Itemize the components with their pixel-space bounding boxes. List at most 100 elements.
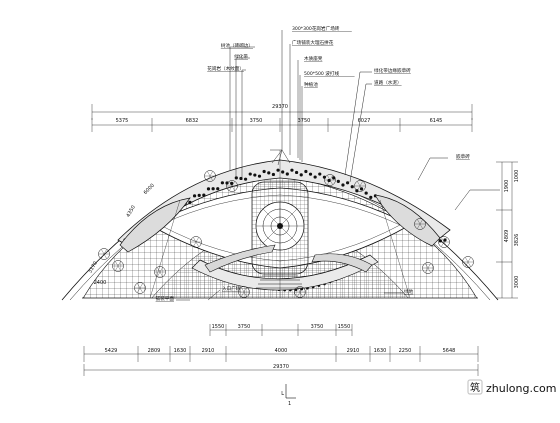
top-dim-label: 6145: [430, 118, 443, 124]
callout-label: 绿化带: [234, 53, 248, 60]
top-dim-label: 6027: [358, 118, 371, 124]
shrub-dot: [322, 175, 327, 179]
bottom-dim-row2-texts: 5429 2809 1630 2910 4000 2910 1630 2250 5648: [105, 348, 456, 354]
watermark-text: zhulong.com: [486, 382, 556, 395]
tree-symbol: [154, 266, 166, 278]
left-dim-label: 4350: [125, 204, 137, 218]
callout-label: 嵌草砖: [456, 153, 470, 160]
shrub-dot: [308, 172, 313, 176]
tree-symbol: [190, 236, 202, 248]
bottom-row2-dim-label: 1630: [374, 348, 387, 354]
shrub-dot: [257, 174, 262, 178]
top-dim-label: 3750: [250, 118, 263, 124]
shrub-dot: [285, 172, 289, 176]
bottom-row2-dim-label: 4000: [275, 348, 288, 354]
right-dim-label: 1900: [504, 180, 510, 193]
tree-symbol: [462, 256, 474, 268]
top-dim-label: 6832: [186, 118, 199, 124]
left-dim-label: 3170: [87, 260, 99, 274]
tree-symbol: [294, 286, 306, 298]
right-dim-label: 3826: [514, 234, 520, 247]
shrub-dot: [253, 173, 257, 177]
callout-label: 入口广场: [222, 285, 241, 292]
right-leaf-planter: [374, 194, 441, 247]
tree-symbol: [354, 180, 366, 192]
callout-label: 树池（砖砌边）: [221, 42, 253, 49]
tree-symbol: [134, 282, 146, 294]
shrub-dot: [281, 170, 285, 174]
tree-symbol: [98, 248, 110, 260]
shrub-dot: [248, 172, 252, 176]
watermark-logo: 筑: [470, 381, 480, 394]
bottom-row2-dim-label: 2809: [148, 348, 161, 354]
watermark: 筑 zhulong.com: [467, 379, 556, 395]
trees: [98, 170, 474, 298]
shrub-dot: [267, 171, 271, 175]
left-dim-label: 6000: [143, 183, 156, 196]
callout-label: 道路（水泥）: [374, 79, 402, 86]
left-leaf-planter: [119, 197, 191, 253]
shrub-dot: [294, 170, 299, 175]
top-dim-label: 3750: [298, 118, 311, 124]
callout-label: 300*300花岗岩广场砖: [292, 25, 340, 32]
shrub-dot: [350, 185, 354, 189]
lower-planting-band: [191, 254, 379, 291]
top-total-dim: 29370: [272, 104, 288, 110]
callout-leaders: [176, 30, 500, 301]
bottom-row2-dim-label: 5648: [443, 348, 456, 354]
shrub-dot: [202, 193, 206, 197]
callout-label: 铺装平面: [156, 295, 175, 302]
shrub-dot: [216, 187, 220, 191]
bottom-row2-dim-label: 2910: [347, 348, 360, 354]
callout-label: 500*500 波打线: [304, 70, 339, 77]
tree-symbol: [204, 170, 216, 182]
shrub-dot: [304, 169, 308, 174]
shrub-dot: [243, 177, 248, 181]
section-marker: L 1: [281, 384, 296, 407]
shrub-dot: [234, 176, 238, 180]
left-dim-label: 2400: [94, 280, 107, 286]
shrub-dot: [206, 187, 211, 191]
bottom-row1-dim-label: 1550: [338, 324, 351, 330]
lower-right-strip: [311, 253, 373, 273]
tree-symbol: [324, 174, 336, 186]
lower-left-strip: [204, 244, 276, 273]
bottom-total-dim: 29370: [273, 364, 289, 370]
bottom-row1-dim-label: 3750: [311, 324, 324, 330]
shrub-dot: [290, 168, 294, 172]
tree-symbol: [238, 286, 250, 298]
callout-label: 种植池: [304, 81, 318, 88]
right-dim-label: 4809: [504, 230, 510, 243]
shrub-dot: [369, 195, 373, 199]
bottom-dim-row1-texts: 1550 3750 3750 1550: [212, 324, 351, 330]
bottom-dimension-chain: [83, 324, 479, 376]
bottom-row2-dim-label: 2910: [202, 348, 215, 354]
shrub-dot: [299, 173, 303, 177]
tree-symbol: [414, 218, 426, 230]
shrub-dot: [313, 175, 317, 179]
shrub-dot: [341, 183, 345, 187]
tree-symbol: [422, 262, 434, 274]
bottom-row2-dim-label: 2250: [399, 348, 412, 354]
tree-symbol: [112, 260, 124, 272]
callout-label: 木质座凳: [304, 55, 323, 62]
section-sub: 1: [288, 401, 291, 407]
bottom-row2-dim-label: 5429: [105, 348, 118, 354]
bottom-row2-dim-label: 1630: [174, 348, 187, 354]
right-dim-label: 1000: [514, 170, 520, 183]
right-dim-label: 3000: [514, 276, 520, 289]
shrub-dot: [271, 172, 276, 177]
shrub-dot: [188, 200, 192, 204]
shrub-dot: [346, 181, 350, 185]
bottom-row1-dim-label: 3750: [238, 324, 251, 330]
shrub-dot: [211, 187, 215, 191]
tree-symbol: [226, 180, 238, 192]
shrub-dot: [276, 168, 280, 172]
radial-lines: [149, 150, 411, 299]
bottom-row1-dim-label: 1550: [212, 324, 225, 330]
shrub-dot: [197, 193, 201, 197]
shrub-dot: [438, 239, 442, 243]
